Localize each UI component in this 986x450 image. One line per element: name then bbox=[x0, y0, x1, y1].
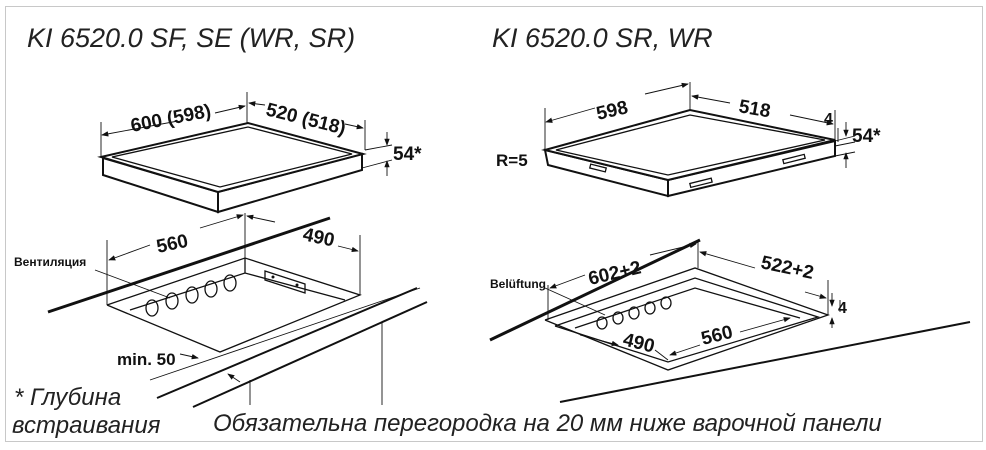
left-hob-drawing bbox=[97, 92, 393, 214]
right-ventilation-label: Belüftung bbox=[490, 277, 546, 291]
right-cutout-depth-label: 522+2 bbox=[759, 252, 816, 284]
right-depth-label: 518 bbox=[737, 96, 772, 122]
left-height-label: 54* bbox=[393, 144, 422, 165]
right-ventilation-holes bbox=[596, 296, 672, 330]
left-width-label: 600 (598) bbox=[129, 101, 213, 137]
rim-height-label: 4 bbox=[824, 111, 833, 128]
partition-note: Обязательна перегородка на 20 мм ниже ва… bbox=[213, 410, 882, 437]
right-width-label: 598 bbox=[594, 97, 630, 125]
left-model-title: KI 6520.0 SF, SE (WR, SR) bbox=[27, 23, 355, 53]
left-cutout-width-label: 560 bbox=[155, 231, 190, 258]
min-distance-label: min. 50 bbox=[117, 350, 176, 369]
right-cutout-drawing bbox=[489, 238, 971, 403]
right-hob-drawing bbox=[541, 82, 856, 198]
recess-depth-label: 4 bbox=[838, 300, 847, 317]
right-cutout-width-label: 602+2 bbox=[586, 257, 643, 289]
ventilation-holes bbox=[145, 274, 237, 317]
depth-footnote-line1: * Глубина bbox=[14, 384, 121, 411]
diagram-frame bbox=[5, 6, 983, 442]
depth-footnote-line2: встраивания bbox=[12, 412, 161, 439]
radius-label: R=5 bbox=[496, 151, 528, 170]
right-model-title: KI 6520.0 SR, WR bbox=[492, 23, 713, 53]
left-ventilation-label: Вентиляция bbox=[14, 255, 86, 269]
right-height-label: 54* bbox=[852, 126, 881, 147]
left-cutout-depth-label: 490 bbox=[301, 224, 336, 251]
inner-width-label: 560 bbox=[699, 322, 735, 350]
left-cutout-drawing bbox=[47, 213, 428, 408]
